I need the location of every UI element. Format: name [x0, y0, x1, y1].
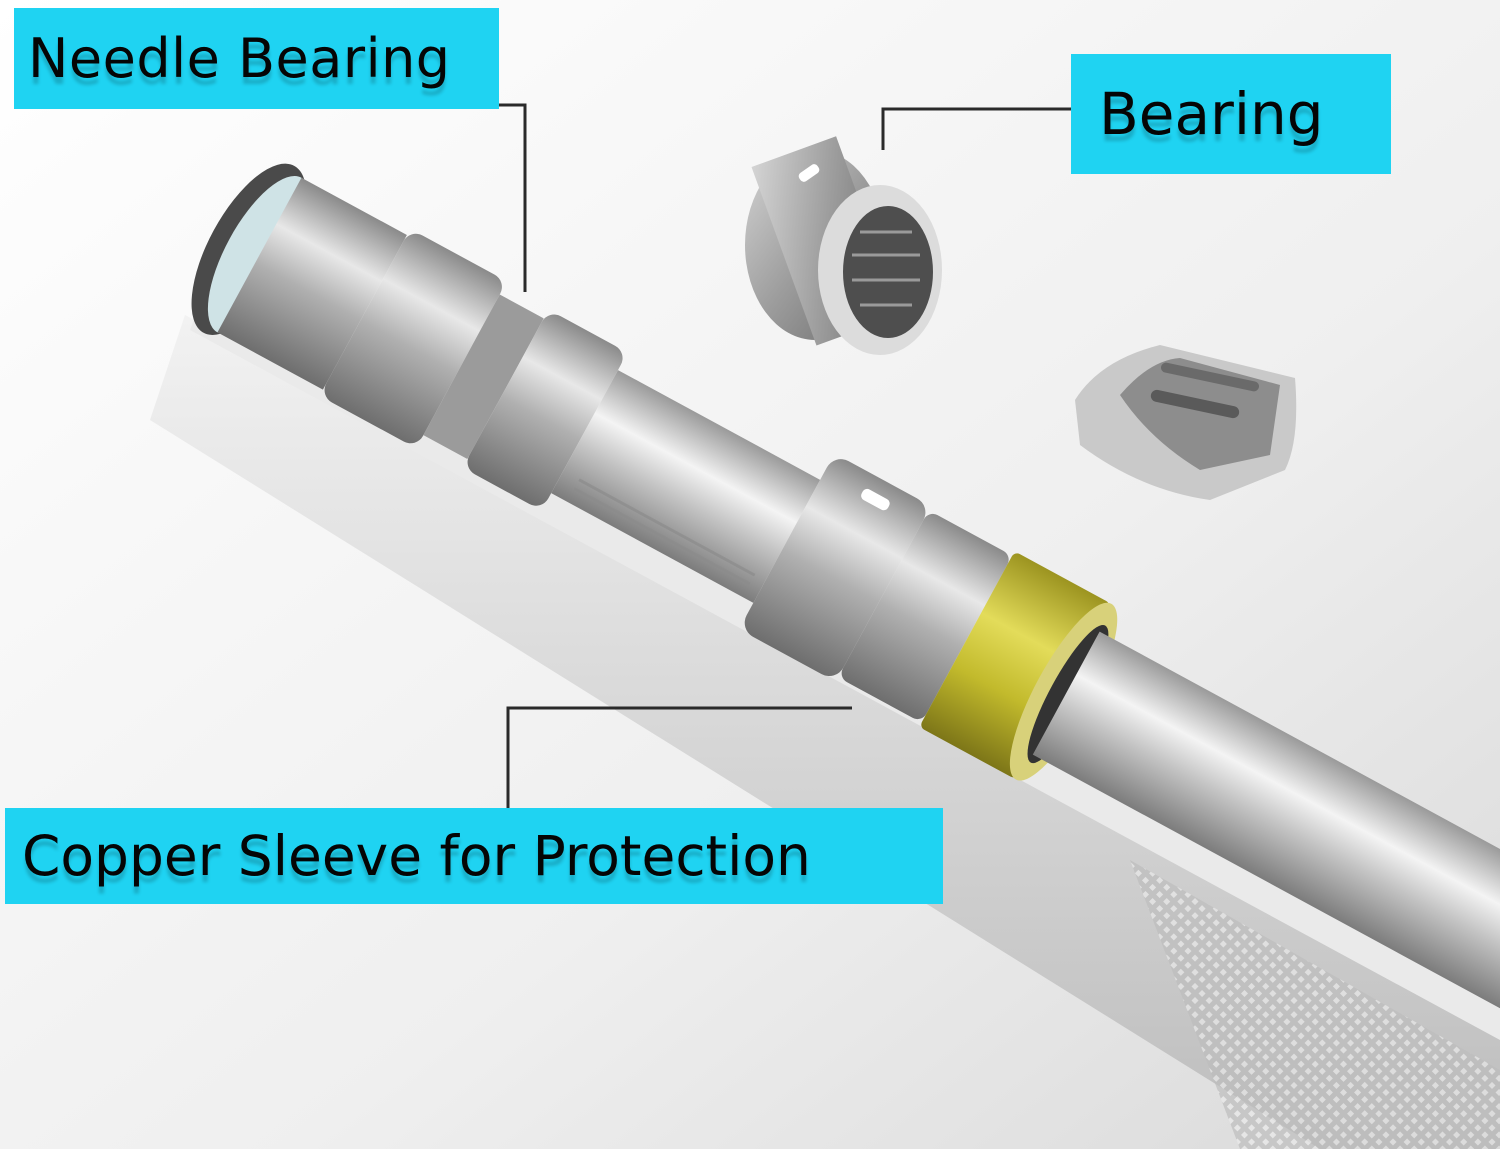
bearing-label: Bearing [1071, 54, 1391, 174]
bearing-leader [881, 107, 1071, 150]
copper-sleeve-label: Copper Sleeve for Protection [5, 808, 943, 904]
needle-bearing-label: Needle Bearing [14, 8, 499, 109]
end-cap [191, 163, 407, 390]
bearing-half-part [1075, 345, 1297, 500]
inner-bearing [744, 459, 1009, 720]
needle-bearing-leader [499, 103, 527, 292]
bearing-label-text: Bearing [1099, 80, 1324, 148]
copper-sleeve-leader [506, 706, 852, 808]
copper-sleeve-label-text: Copper Sleeve for Protection [22, 823, 811, 888]
bearing-part [745, 136, 942, 355]
leader-lines [499, 103, 1071, 808]
needle-bearing-part [324, 233, 821, 603]
rope-shaft [1032, 631, 1500, 1089]
needle-bearing-label-text: Needle Bearing [28, 26, 451, 90]
